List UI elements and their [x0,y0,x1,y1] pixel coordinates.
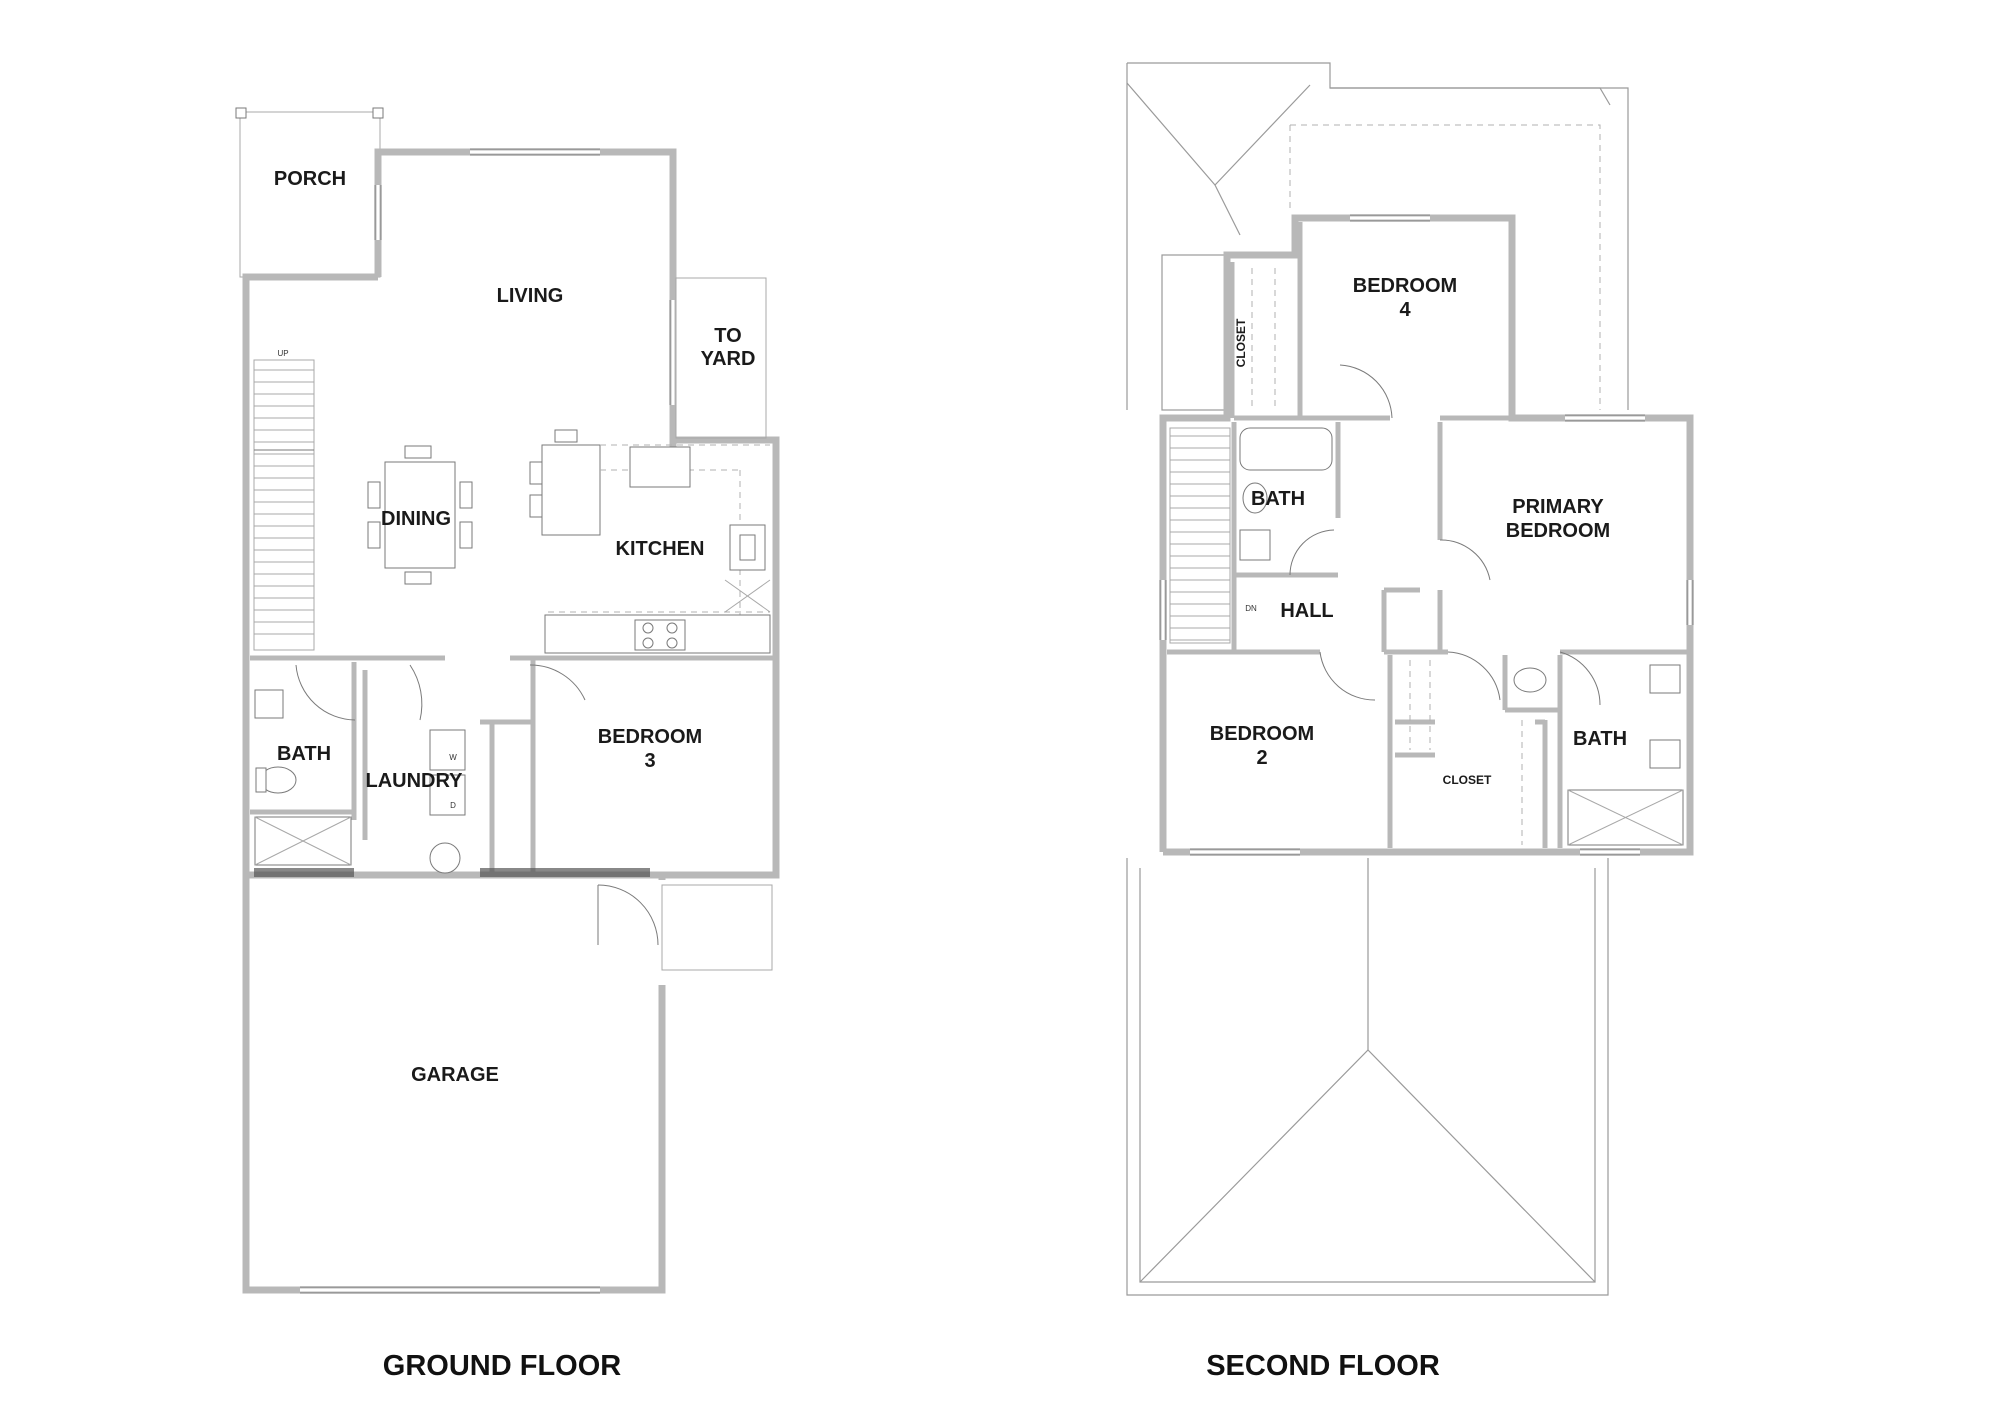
stairs-up-label: UP [277,349,288,358]
living-label: LIVING [497,285,564,307]
laundry-label: LAUNDRY [365,770,463,792]
ground-floor-title: GROUND FLOOR [383,1350,621,1382]
ground-floor-labels: PORCH LIVING TO YARD DINING KITCHEN BATH… [274,168,756,1086]
washer-label: W [449,753,457,762]
hall-label: HALL [1280,600,1333,622]
second-interior-walls [1167,262,1690,848]
bedroom-3-label-1: BEDROOM [598,726,702,748]
bedroom-3-label-2: 3 [644,750,655,772]
second-windows [1159,214,1694,856]
bedroom-2-label-1: BEDROOM [1210,723,1314,745]
second-floor-plan [1126,62,1694,1296]
primary-bedroom-label-1: PRIMARY [1512,496,1604,518]
ground-floor-plan [235,107,780,1294]
closet-fixtures [1251,268,1523,845]
primary-bath-fixtures [1447,651,1684,846]
stairs-down-label: DN [1245,604,1257,613]
second-staircase [1169,427,1231,644]
bedroom-4-closet-label: CLOSET [1234,318,1248,367]
dining-label: DINING [381,508,451,530]
staircase [253,359,315,651]
upper-roof [1126,62,1629,411]
hatched-walls [254,868,650,877]
garage-label: GARAGE [411,1064,499,1086]
second-floor-title: SECOND FLOOR [1206,1350,1440,1382]
laundry-appliances [409,664,586,874]
interior-walls [250,655,776,875]
kitchen-island [529,429,771,654]
porch-label: PORCH [274,168,346,190]
ground-bath-label: BATH [277,743,331,765]
bedroom-4-label-2: 4 [1399,299,1411,321]
bedroom-4-label-1: BEDROOM [1353,275,1457,297]
closet-label: CLOSET [1443,773,1492,787]
second-bath-fixtures [1239,364,1491,581]
primary-bath-label: BATH [1573,728,1627,750]
to-yard-label-1: TO [714,325,741,347]
kitchen-label: KITCHEN [616,538,705,560]
to-yard-area [597,277,773,971]
to-yard-label-2: YARD [701,348,756,370]
lower-roof [1126,858,1609,1296]
porch-area [235,107,384,278]
dryer-label: D [450,801,456,810]
second-floor-labels: BEDROOM 4 CLOSET BATH PRIMARY BEDROOM HA… [1210,275,1627,787]
ground-bath-fixtures [254,664,356,866]
second-bath-label: BATH [1251,488,1305,510]
bedroom-2-label-2: 2 [1256,747,1267,769]
primary-bedroom-label-2: BEDROOM [1506,520,1610,542]
dining-table [367,445,473,585]
